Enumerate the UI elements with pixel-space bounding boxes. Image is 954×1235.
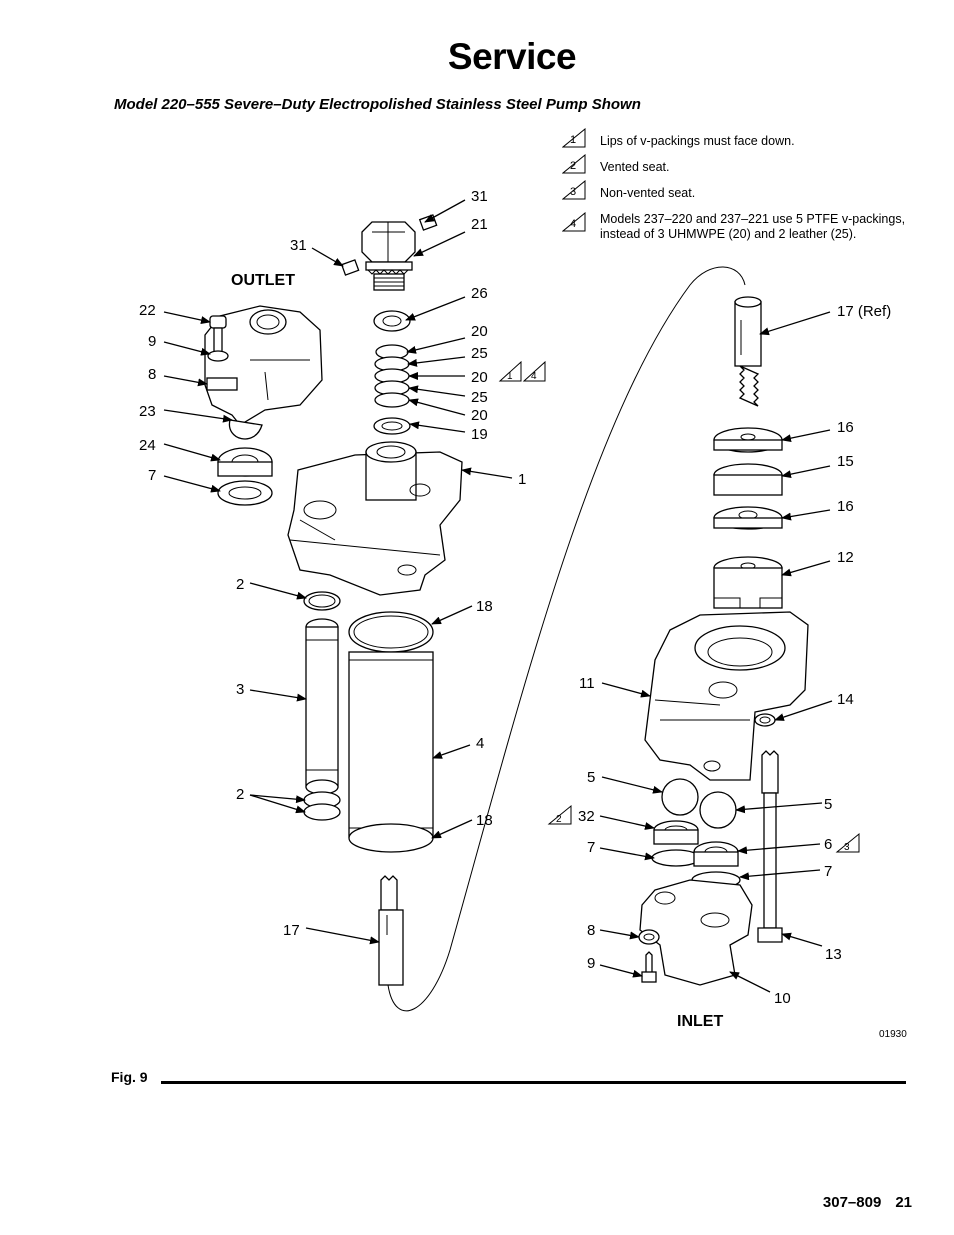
callout-7: 7: [824, 863, 832, 880]
callout-5: 5: [824, 796, 832, 813]
tie-rod-13: [757, 750, 783, 943]
outlet-nipple: [361, 221, 416, 291]
note-text: Non-vented seat.: [600, 186, 696, 200]
displacement-rod-17-ref: [734, 296, 762, 407]
note-text: Models 237–220 and 237–221 use 5 PTFE v-…: [600, 212, 906, 241]
outlet-label: OUTLET: [231, 272, 295, 289]
piston-12: [713, 556, 783, 609]
note-4: 4 Models 237–220 and 237–221 use 5 PTFE …: [562, 206, 922, 246]
callout-17: 17: [283, 922, 300, 939]
note-text: Vented seat.: [600, 160, 670, 174]
callout-1: 1: [518, 471, 526, 488]
balls-5: [661, 778, 737, 829]
piston-rod-17: [378, 875, 404, 986]
connecting-rod-phantom-line: [387, 266, 746, 1012]
callout-22: 22: [139, 302, 156, 319]
figure-subtitle: Model 220–555 Severe–Duty Electropolishe…: [114, 96, 641, 113]
tie-rod-3: [305, 618, 339, 795]
callout-20: 20: [471, 323, 488, 340]
nut-8-bolt-9: [638, 929, 660, 983]
figure-rule: [161, 1081, 906, 1084]
page-title: Service: [447, 36, 577, 77]
note-flag-1: 1: [498, 360, 522, 382]
callout-8: 8: [587, 922, 595, 939]
cylinder-head-1: [287, 441, 463, 596]
callout-19: 19: [471, 426, 488, 443]
page-footer: 307–809 21: [809, 1194, 912, 1211]
callout-20: 20: [471, 407, 488, 424]
callout-32: 32: [578, 808, 595, 825]
callout-7: 7: [148, 467, 156, 484]
drawing-number: 01930: [879, 1029, 907, 1040]
callout-31: 31: [471, 188, 488, 205]
callout-4: 4: [476, 735, 484, 752]
outlet-bolt-22: [207, 315, 229, 362]
inlet-label: INLET: [677, 1013, 723, 1030]
callout-11: 11: [579, 675, 595, 692]
callout-18: 18: [476, 812, 493, 829]
callout-2: 2: [236, 786, 244, 803]
callout-31: 31: [290, 237, 307, 254]
callout-25: 25: [471, 345, 488, 362]
callout-10: 10: [774, 990, 791, 1007]
callout-5: 5: [587, 769, 595, 786]
callout-9: 9: [587, 955, 595, 972]
document-number: 307–809: [822, 1194, 882, 1211]
callout-8: 8: [148, 366, 156, 383]
callout-16: 16: [837, 498, 854, 515]
callout-2: 2: [236, 576, 244, 593]
packings-26-20-25-19: [373, 310, 411, 435]
note-3: 3 Non-vented seat.: [562, 180, 922, 206]
note-triangle-icon: 4: [562, 212, 586, 232]
note-1: 1 Lips of v-packings must face down.: [562, 128, 922, 154]
callout-13: 13: [825, 946, 842, 963]
note-text: Lips of v-packings must face down.: [600, 134, 795, 148]
outlet-housing: [204, 305, 323, 440]
note-2: 2 Vented seat.: [562, 154, 922, 180]
callout-25: 25: [471, 389, 488, 406]
o-ring-2-top: [303, 591, 341, 611]
callout-9: 9: [148, 333, 156, 350]
callout-6: 6: [824, 836, 832, 853]
seats-32-6-7: [651, 820, 741, 889]
intake-valve-housing-11: [644, 611, 809, 781]
callout-18: 18: [476, 598, 493, 615]
note-triangle-icon: 2: [562, 154, 586, 174]
leader-lines: [163, 199, 833, 993]
callout-labels: 31 21 31 OUTLET 26 22 9 8 23 24 7 20 25 …: [139, 188, 907, 1040]
page-number: 21: [895, 1194, 912, 1211]
note-flag-3: 3: [835, 832, 860, 853]
svg-text:3: 3: [844, 842, 850, 853]
callout-7: 7: [587, 839, 595, 856]
callout-23: 23: [139, 403, 156, 420]
piston-packings-16-15: [713, 427, 783, 530]
callout-17-ref: 17 (Ref): [837, 303, 891, 320]
note-flag-4: 4: [522, 360, 546, 382]
notes-legend: 1 Lips of v-packings must face down. 2 V…: [562, 128, 922, 246]
cylinder-4: [348, 611, 434, 853]
o-ring-2-bottom: [303, 791, 341, 821]
svg-text:1: 1: [507, 371, 513, 382]
callout-24: 24: [139, 437, 156, 454]
callout-14: 14: [837, 691, 854, 708]
callout-15: 15: [837, 453, 854, 470]
svg-text:4: 4: [531, 371, 537, 382]
svg-text:2: 2: [556, 814, 562, 825]
callout-3: 3: [236, 681, 244, 698]
note-flag-2: 2: [547, 804, 572, 825]
figure-label: Fig. 9: [111, 1069, 148, 1085]
note-triangle-icon: 3: [562, 180, 586, 200]
callout-26: 26: [471, 285, 488, 302]
callout-20: 20: [471, 369, 488, 386]
callout-12: 12: [837, 549, 854, 566]
callout-16: 16: [837, 419, 854, 436]
note-triangle-icon: 1: [562, 128, 586, 148]
callout-21: 21: [471, 216, 488, 233]
washer-14: [754, 713, 776, 727]
ball-check-23-24-7: [217, 447, 273, 506]
